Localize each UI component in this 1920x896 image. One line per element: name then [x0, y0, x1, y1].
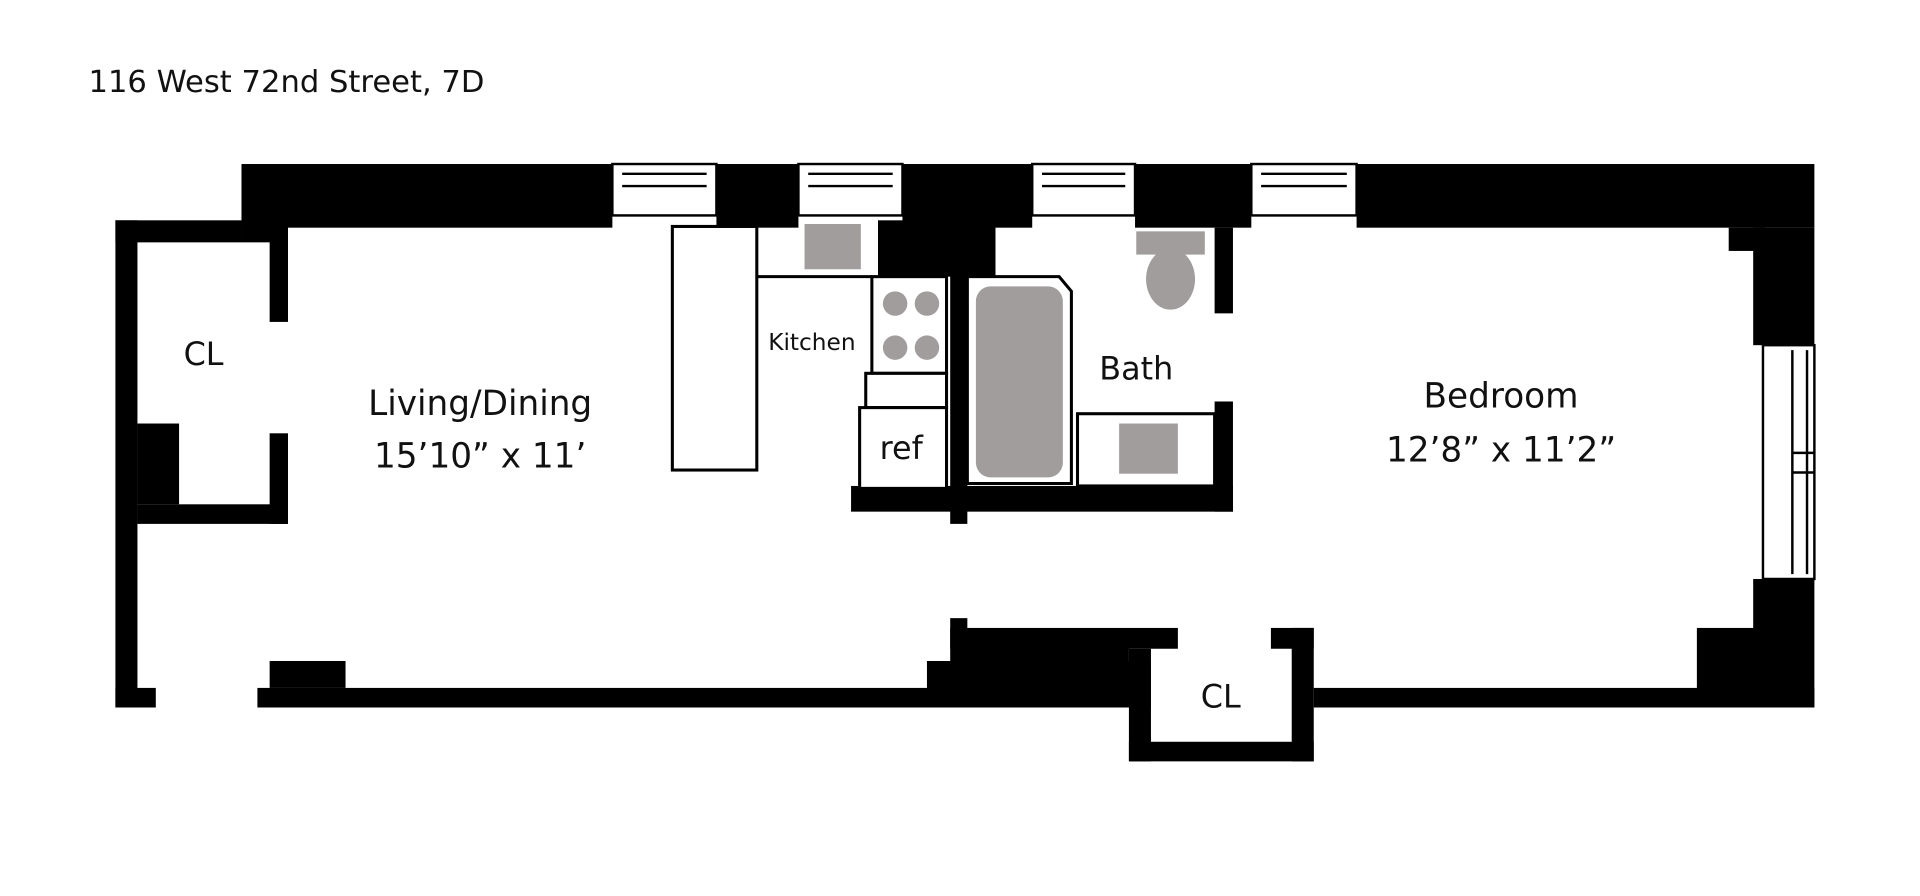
- bedroom-label: Bedroom: [1424, 377, 1579, 417]
- closet-label: CL: [184, 335, 224, 373]
- dishwasher: [864, 371, 949, 410]
- wall-bath-door: [1214, 227, 1233, 314]
- window: [611, 162, 718, 217]
- wall-pillar-step: [877, 220, 996, 277]
- wall-top-left: [241, 164, 613, 228]
- toilet-bowl-icon: [1146, 248, 1196, 310]
- wall-bath-bottom: [851, 485, 1233, 512]
- living-label: Living/Dining: [368, 384, 592, 424]
- room-labels: CL Living/Dining 15’10” x 11’ Kitchen re…: [184, 329, 1617, 715]
- wall-left-top: [115, 220, 242, 243]
- window: [797, 162, 904, 217]
- closet-wall-bottom: [137, 504, 288, 524]
- address-title: 116 West 72nd Street, 7D: [88, 65, 484, 100]
- kitchen-label: Kitchen: [768, 329, 855, 356]
- wall-pillar: [716, 164, 799, 228]
- living-size: 15’10” x 11’: [374, 437, 586, 477]
- bath-label: Bath: [1099, 349, 1173, 387]
- closet-wall: [269, 227, 288, 322]
- wall-pillar: [902, 164, 1033, 228]
- wall-kitchen-bath: [950, 253, 968, 524]
- closet-wall: [1128, 648, 1151, 762]
- windows: [611, 162, 1816, 581]
- window: [1030, 162, 1137, 217]
- bath-sink-icon: [1119, 423, 1178, 474]
- toilet-tank-icon: [1136, 231, 1205, 255]
- walls: [115, 164, 1815, 762]
- wall-left: [115, 220, 138, 708]
- closet-pillar: [137, 423, 180, 505]
- wall-bottom-right: [1313, 687, 1815, 708]
- wall-bath-door: [1214, 401, 1233, 512]
- bedroom-size: 12’8” x 11’2”: [1386, 430, 1616, 470]
- closet-wall: [1291, 627, 1314, 762]
- refrigerator: [858, 406, 949, 490]
- bath-fixtures: [965, 231, 1217, 488]
- sink-icon: [804, 224, 861, 270]
- stove-icon: [870, 275, 949, 375]
- bathtub-icon: [975, 286, 1063, 478]
- closet-wall-bottom: [1128, 741, 1314, 762]
- closet-label: CL: [1201, 677, 1241, 715]
- wall-bottom: [257, 687, 1129, 708]
- wall-pillar: [1135, 164, 1252, 228]
- window-right: [1761, 343, 1816, 581]
- counter: [670, 224, 759, 472]
- ref-label: ref: [880, 429, 924, 467]
- window: [1250, 162, 1358, 217]
- wall-top-right: [1356, 164, 1815, 228]
- kitchen-fixtures: [670, 224, 949, 490]
- closet-wall: [269, 433, 288, 524]
